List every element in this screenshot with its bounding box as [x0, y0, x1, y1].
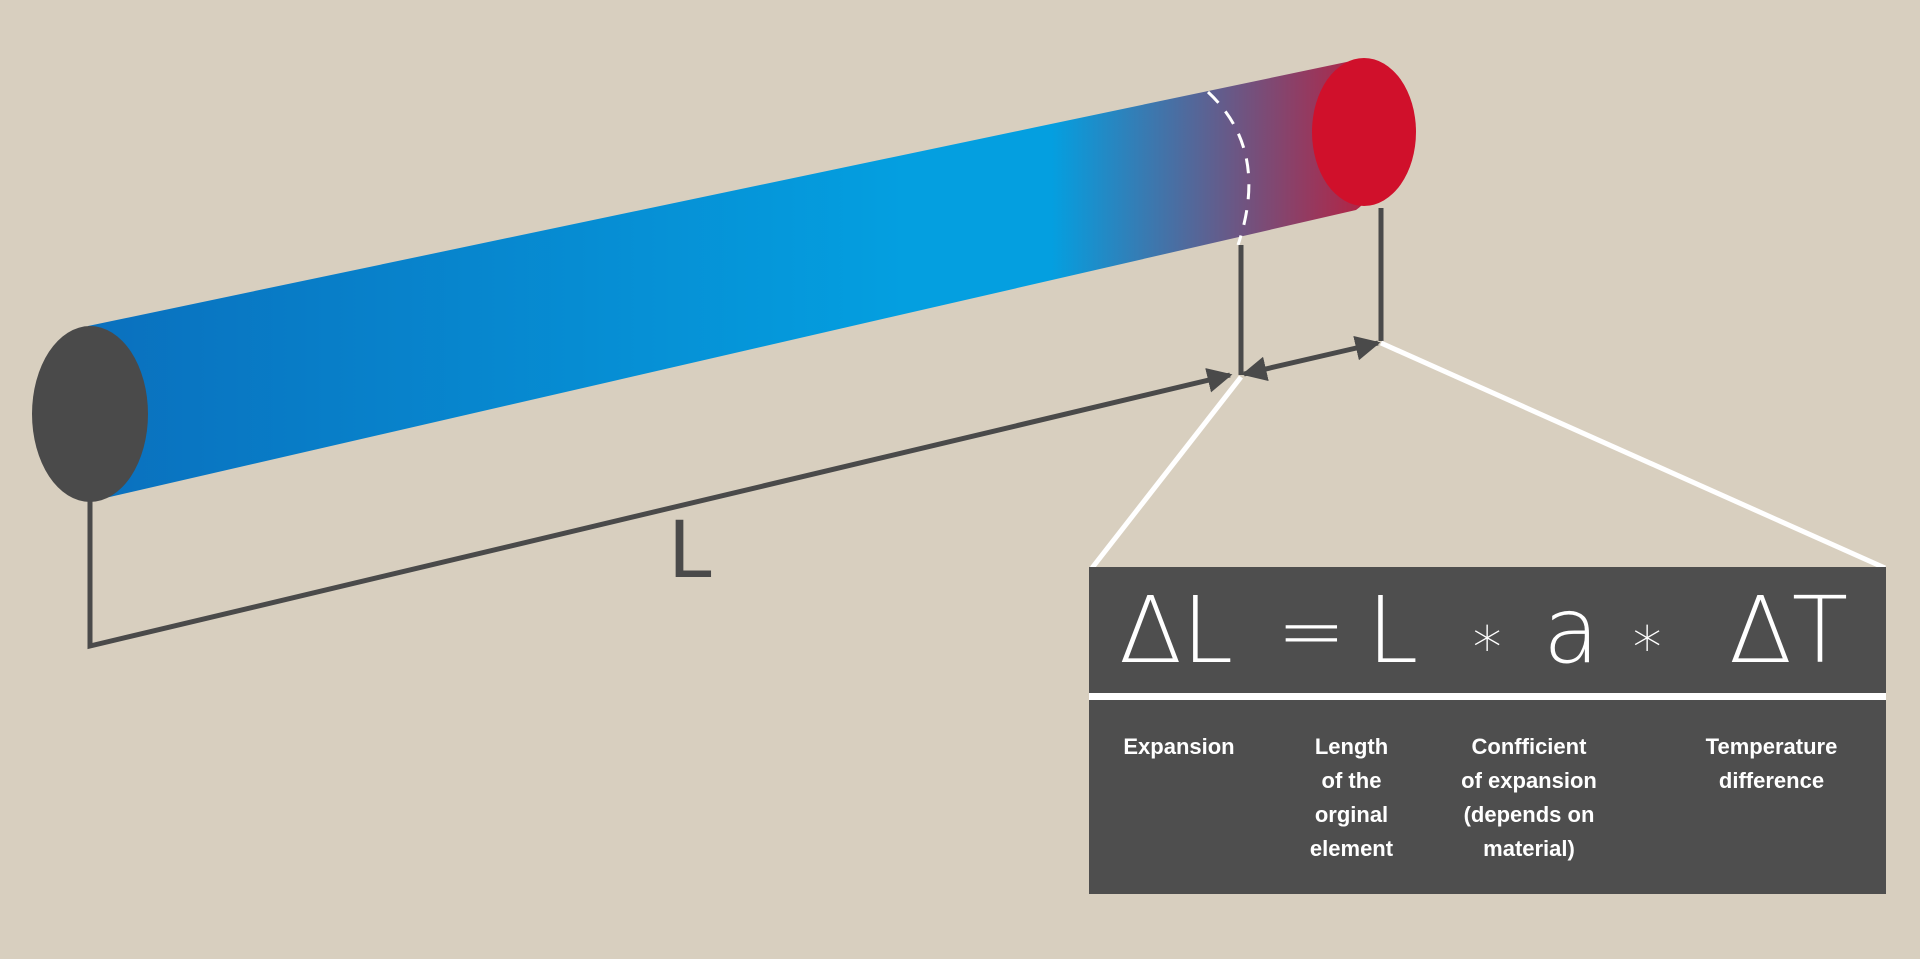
formula-equation: ΔL = L ∗ a ∗ ΔT	[1089, 567, 1886, 697]
formula-expansion-symbol: ΔL	[1119, 577, 1234, 684]
formula-multiply-sign-1: ∗	[1469, 602, 1506, 670]
formula-coefficient-symbol: a	[1543, 577, 1600, 684]
length-dimension-bracket	[87, 368, 1233, 650]
length-label: L	[668, 506, 712, 596]
callout-line-right	[1379, 340, 1887, 571]
expansion-dimension-arrow	[1241, 335, 1381, 382]
formula-multiply-sign-2: ∗	[1629, 602, 1666, 670]
rod-cold-end-cap	[32, 326, 148, 502]
formula-length-symbol: L	[1367, 577, 1419, 684]
term-expansion: Expansion	[1123, 734, 1235, 759]
rod-body	[88, 60, 1389, 502]
original-end-dashed-arc	[1206, 90, 1251, 246]
callout-line-left	[1090, 375, 1243, 570]
formula-equals-sign: =	[1277, 584, 1346, 679]
formula-divider	[1089, 693, 1886, 700]
formula-temperature-symbol: ΔT	[1729, 577, 1849, 684]
rod-hot-end	[1312, 58, 1416, 206]
